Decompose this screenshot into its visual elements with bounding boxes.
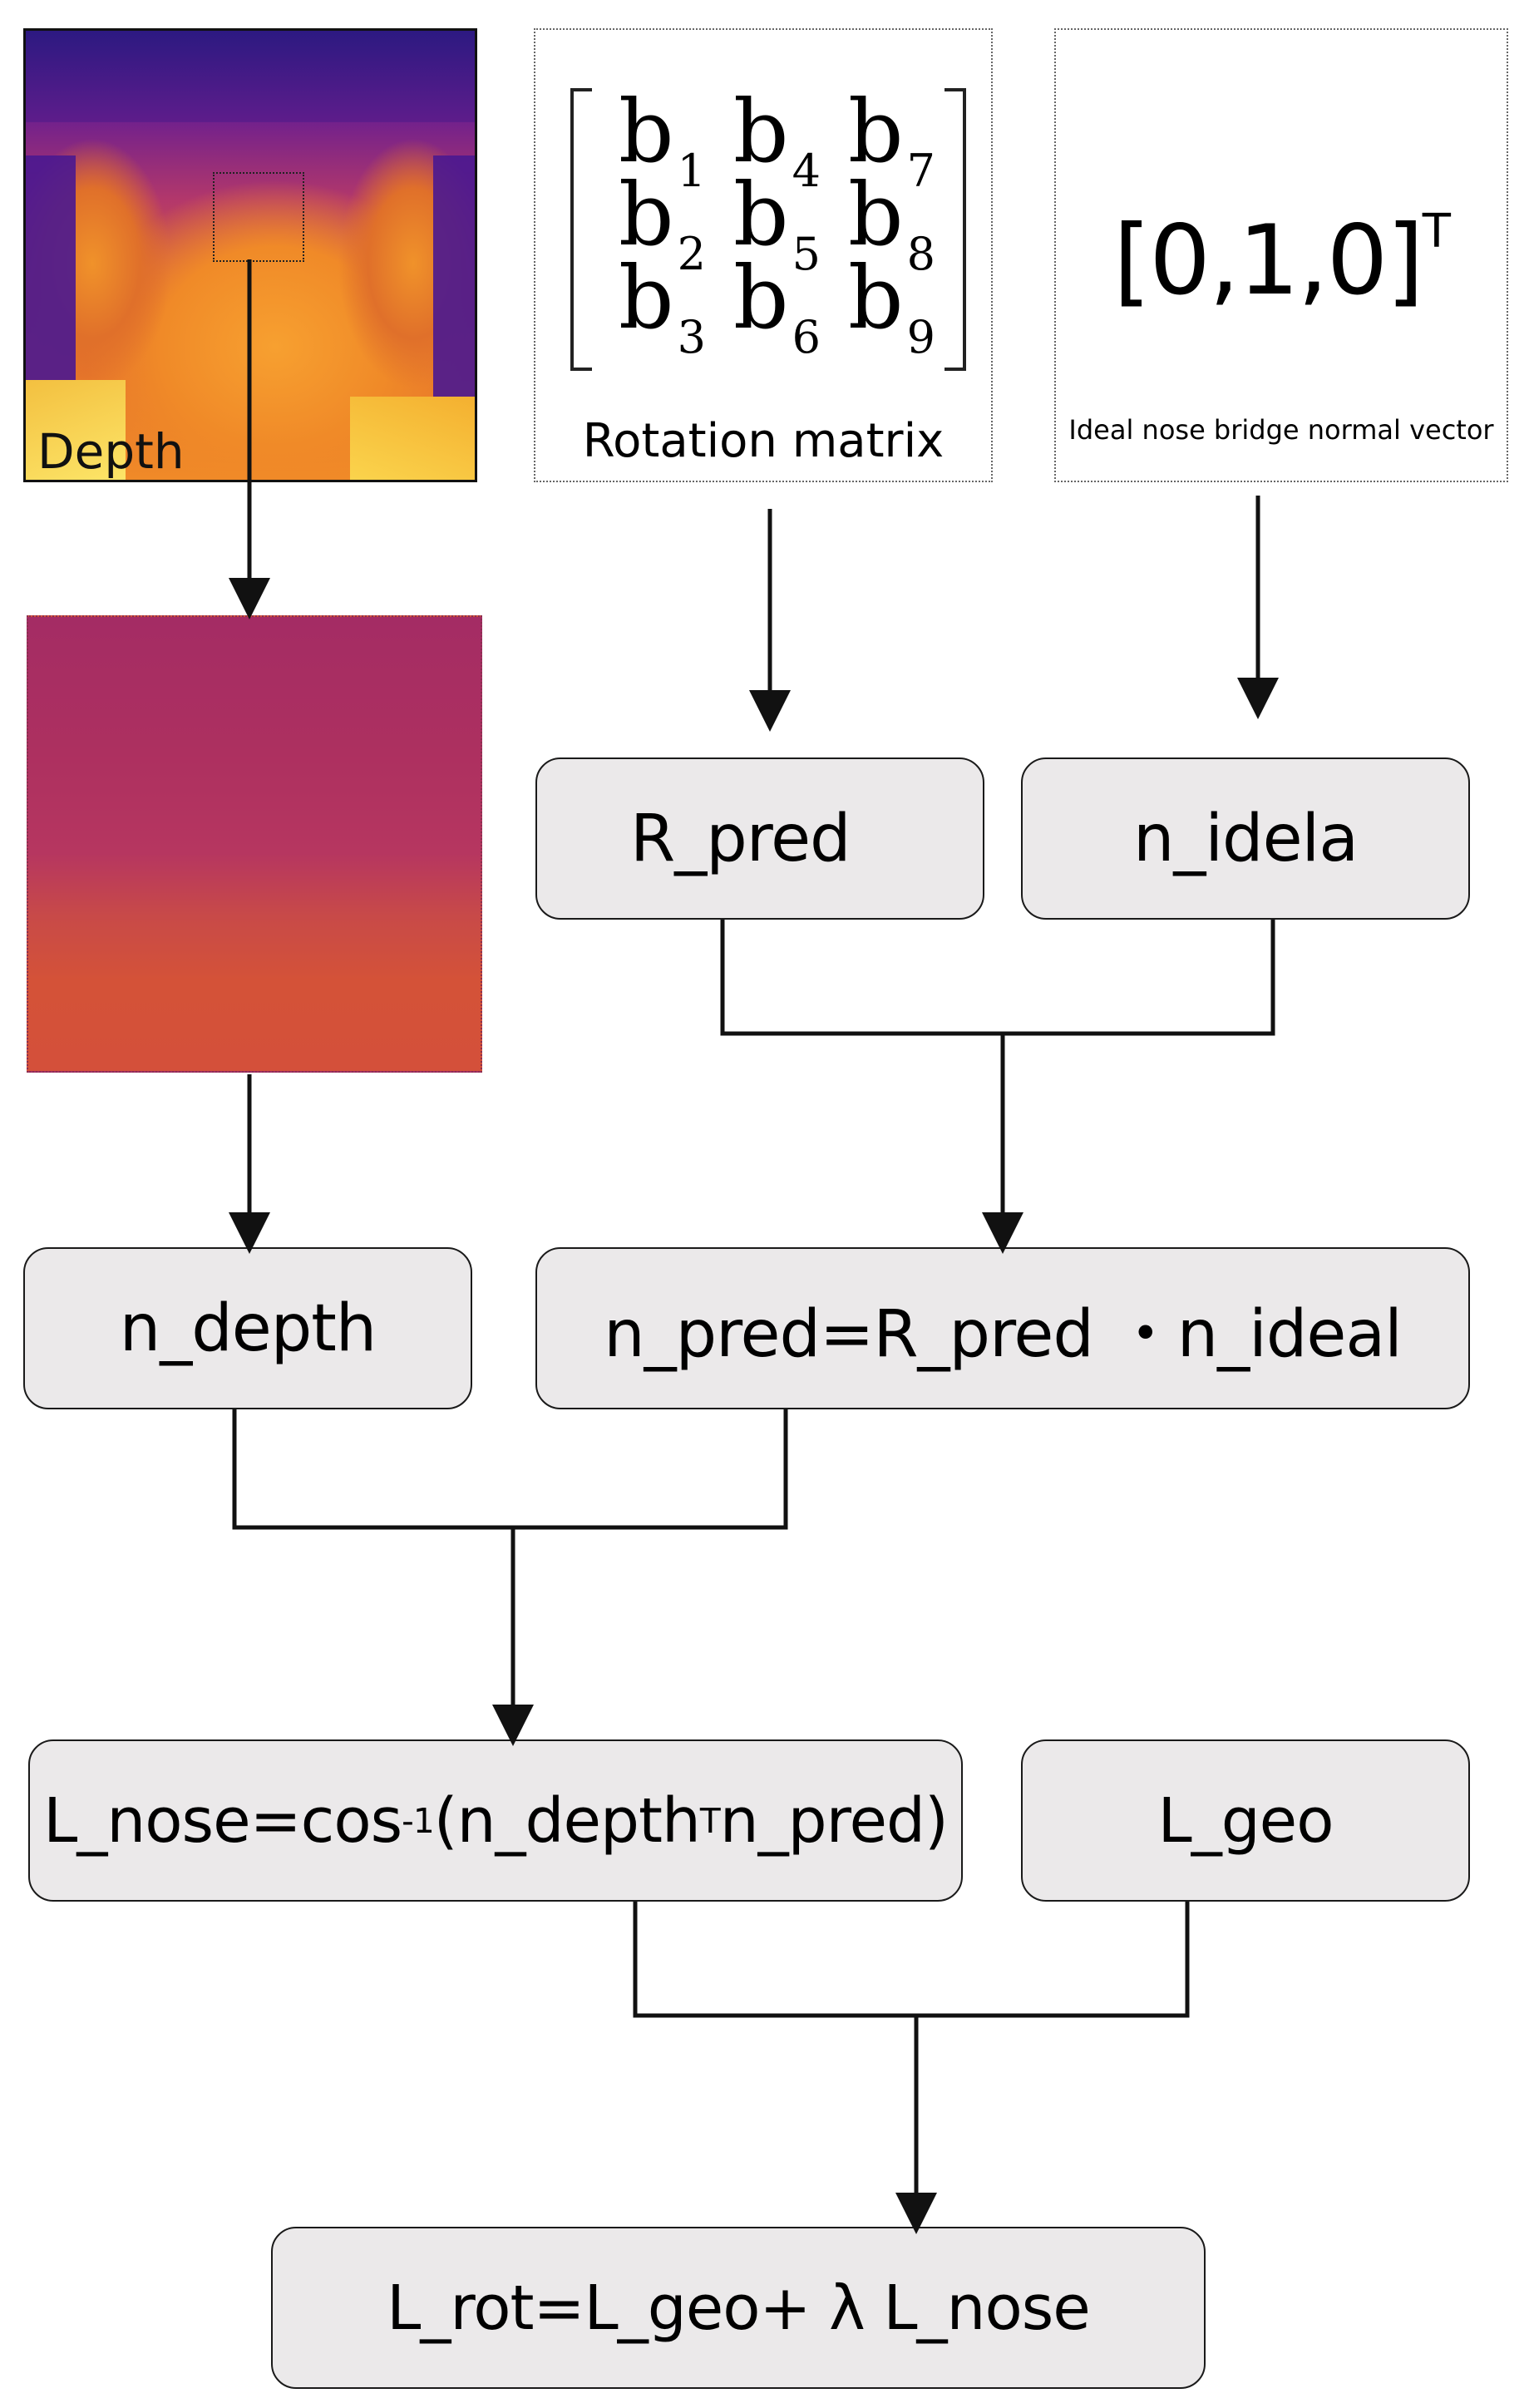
matrix-cell-base: b: [619, 247, 674, 348]
l-nose-mid: (n_depth: [433, 1784, 701, 1857]
matrix-cell-subscript: 7: [906, 145, 935, 197]
depth-shoulder-left: [26, 380, 126, 480]
matrix-cell: b1: [619, 88, 706, 194]
depth-crop-image: [27, 615, 482, 1073]
depth-right-background: [433, 155, 475, 405]
l-nose-suffix: n_pred): [719, 1784, 949, 1857]
matrix-cell: b3: [619, 254, 706, 360]
ideal-vector-panel: [0,1,0]T Ideal nose bridge normal vector: [1054, 28, 1508, 482]
matrix-cell-base: b: [619, 81, 674, 182]
matrix-cell-base: b: [733, 247, 789, 348]
rotation-matrix-label: Rotation matrix: [582, 414, 945, 468]
matrix-cell: b4: [733, 88, 821, 194]
bracket-r-pred-n-idela: [720, 920, 1275, 1036]
matrix-cell: b2: [619, 171, 706, 277]
n-idela-node: n_idela: [1021, 757, 1470, 920]
l-nose-prefix: L_nose=cos: [43, 1784, 402, 1857]
matrix-cell-subscript: 4: [792, 145, 821, 197]
matrix-cell: b6: [733, 254, 821, 360]
bracket-l-nose-l-geo: [633, 1902, 1190, 2018]
matrix-cell-subscript: 1: [677, 145, 706, 197]
matrix-cell: b7: [848, 88, 935, 194]
matrix-cell-base: b: [733, 164, 789, 265]
matrix-cell-base: b: [848, 247, 904, 348]
matrix-cell-subscript: 2: [677, 228, 706, 280]
matrix-cell-subscript: 9: [906, 311, 935, 363]
depth-shoulder-right: [350, 397, 475, 480]
matrix-cell: b9: [848, 254, 935, 360]
matrix-cell: b8: [848, 171, 935, 277]
depth-roi-box: [213, 172, 304, 262]
matrix-cell-subscript: 6: [792, 311, 821, 363]
matrix-cell-base: b: [848, 81, 904, 182]
depth-image: Depth: [23, 28, 477, 482]
matrix-cell-base: b: [848, 164, 904, 265]
matrix-cell-subscript: 8: [906, 228, 935, 280]
ideal-vector-superscript: T: [1422, 205, 1451, 259]
l-geo-node: L_geo: [1021, 1739, 1470, 1902]
matrix-cell-base: b: [733, 81, 789, 182]
matrix-cell-subscript: 3: [677, 311, 706, 363]
depth-hair-region: [26, 31, 475, 122]
l-nose-inverse-superscript: -1: [402, 1800, 435, 1841]
l-rot-node: L_rot=L_geo+ λ L_nose: [271, 2227, 1206, 2389]
matrix-cell: b5: [733, 171, 821, 277]
r-pred-node: R_pred: [535, 757, 984, 920]
matrix-left-bracket: [570, 88, 592, 371]
n-pred-node: n_pred=R_pred ・n_ideal: [535, 1247, 1470, 1409]
matrix-right-bracket: [945, 88, 966, 371]
ideal-vector-value: [0,1,0]T: [1056, 205, 1507, 317]
depth-label: Depth: [37, 423, 185, 480]
bracket-n-depth-n-pred: [232, 1409, 788, 1530]
l-nose-transpose-superscript: T: [699, 1800, 721, 1841]
matrix-cell-base: b: [619, 164, 674, 265]
matrix-cell-subscript: 5: [792, 228, 821, 280]
ideal-vector-text: [0,1,0]: [1113, 205, 1424, 317]
ideal-vector-label: Ideal nose bridge normal vector: [1068, 414, 1494, 446]
